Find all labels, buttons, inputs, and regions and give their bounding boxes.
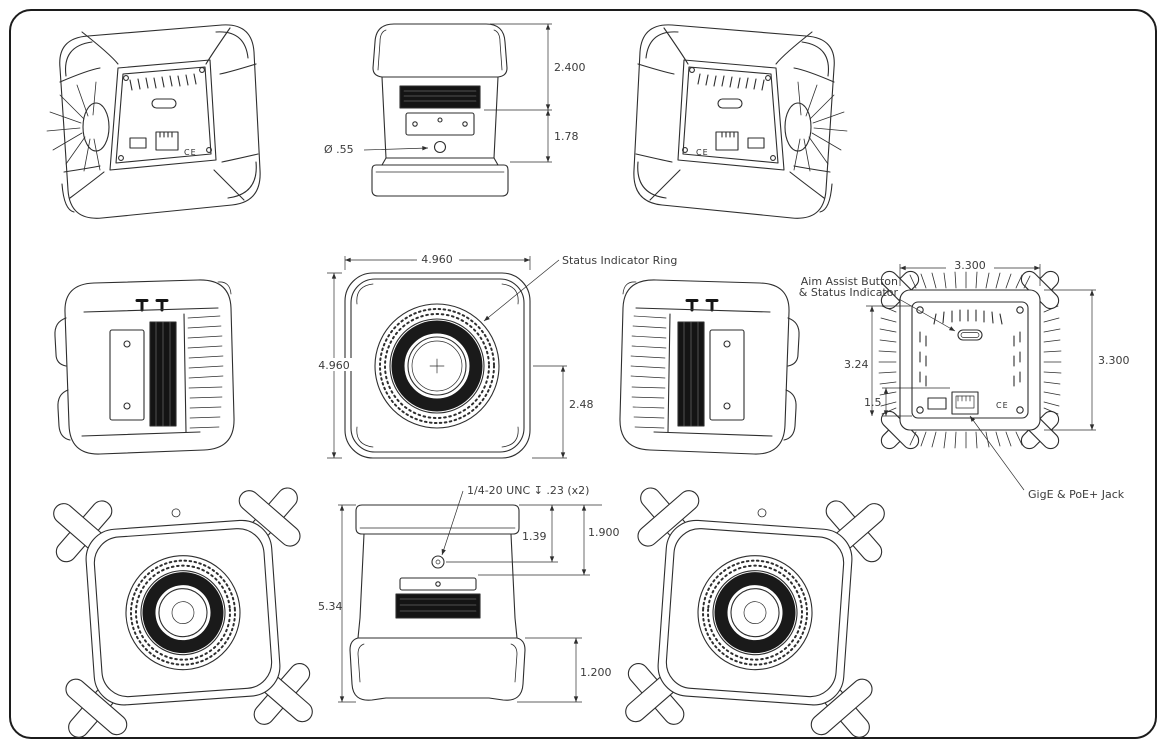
rear-panel [677,59,785,171]
dim-connector-height: 3.24 [844,358,869,371]
status-indicator-ring [374,303,500,429]
bottom-view-art [349,504,526,701]
mount-hole [171,508,181,518]
lens [407,336,467,396]
aim-assist-button [957,329,983,341]
view-isometric-rear-left: CE [26,12,278,234]
dim-rear-height: 3.300 [1098,354,1130,367]
ce-mark: CE [184,148,197,157]
view-side-right [606,270,804,464]
vent-grille [400,86,480,108]
radial-fins [878,271,1062,449]
callout-status-ring: Status Indicator Ring [562,254,677,267]
thread-hole [431,555,445,569]
callout-aim-assist-line1: Aim Assist Button [801,275,898,288]
ce-mark: CE [996,401,1009,410]
dim-height-upper: 2.400 [554,61,586,74]
mount-plate [399,577,477,591]
iso-front-left-art [53,487,313,738]
dim-jack-height: 1.5 [864,396,882,409]
view-isometric-front-left [28,483,313,738]
dim-rear-width: 3.300 [954,259,986,272]
label-patch [129,137,147,149]
dim-width: 4.960 [421,253,453,266]
dim-lens-to-bottom: 2.48 [569,398,594,411]
dim-base-height: 1.200 [580,666,612,679]
callout-aim-assist-line2: & Status Indicator [799,286,899,299]
bottom-view-dims [338,490,602,703]
rear-panel [109,59,217,171]
view-isometric-front-right [625,483,910,738]
thumbscrew [155,299,169,312]
iso-rear-right-art [633,24,848,219]
iso-rear-left-art [46,24,261,219]
view-side-left [50,270,248,464]
bumper-left [349,637,387,701]
status-indicator-ring [125,555,241,671]
lens [158,588,208,638]
view-rear: 3.300 3.300 3.24 1.5 Aim Assist Button &… [799,248,1162,516]
side-plate [109,329,145,421]
thumbscrew [135,299,149,312]
view-top: 2.400 1.78 Ø .55 [320,10,586,222]
lens-barrel-edge [784,102,812,152]
view-front: 4.960 4.960 2.48 Status Indicator Ring [315,246,677,484]
top-view-dims [363,23,552,163]
mount-plate [405,112,475,136]
ethernet-jack-icon [715,131,739,151]
usb-port [151,98,177,109]
usb-port [717,98,743,109]
mount-hole [433,140,447,154]
ce-mark: CE [696,148,709,157]
dim-hole-outer: 1.900 [588,526,620,539]
lens-barrel [391,320,483,412]
dim-overall-height: 5.34 [318,600,343,613]
dim-height-lower: 1.78 [554,130,579,143]
rear-view-dims [866,264,1096,491]
callout-gige-jack: GigE & PoE+ Jack [1028,488,1125,501]
label-patch [927,397,947,410]
bumper-lower [57,389,71,441]
sheet-border [9,9,1157,739]
front-view-art [344,272,531,459]
side-left-art [54,279,235,455]
iso-front-right-art [625,487,885,738]
dim-hole-diameter: Ø .55 [324,143,354,156]
vent-grille [396,594,480,618]
rear-view-art [878,270,1062,450]
view-isometric-rear-right: CE [616,12,868,234]
lens-barrel-edge [82,102,110,152]
heatsink-fins [46,81,101,172]
fins [187,315,224,429]
bumper-upper [54,317,67,367]
side-right-art [619,279,800,455]
lens-barrel [142,572,224,654]
heatsink-fins [793,81,848,172]
callout-thread-spec: 1/4-20 UNC ↧ .23 (x2) [467,484,589,497]
dim-hole-inner: 1.39 [522,530,547,543]
top-view-art [371,23,509,197]
ethernet-jack-icon [155,131,179,151]
label-patch [747,137,765,149]
view-bottom: 5.34 1.39 1.900 1.200 1/4-20 UNC ↧ .23 (… [312,478,624,730]
bumper-right [488,637,526,701]
dim-height: 4.960 [318,359,350,372]
